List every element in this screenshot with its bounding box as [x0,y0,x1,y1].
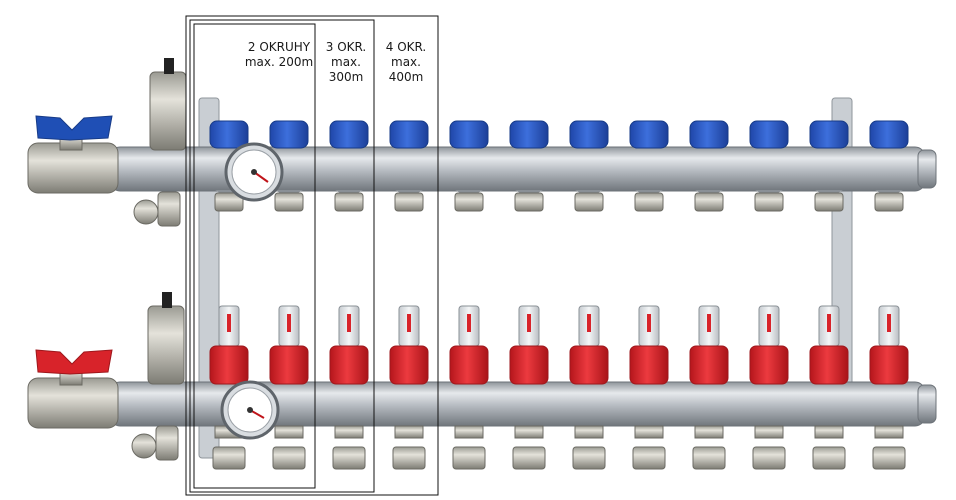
circuit-3 [329,120,369,470]
lower-outlet-fitting [632,446,666,470]
red-flow-cap [329,345,369,385]
upper-drain-tap [133,191,181,227]
blue-valve-cap [869,120,909,149]
upper-thermometer [224,142,284,202]
zone-label-3-line-1: 3 OKR. [325,40,367,54]
lower-outlet-fitting [212,446,246,470]
blue-valve-cap [689,120,729,149]
lower-outlet-fitting [752,446,786,470]
upper-outlet-fitting [694,192,724,212]
blue-valve-cap [389,120,429,149]
red-flow-cap [569,345,609,385]
lower-thermometer [220,380,280,440]
lower-outlet-fitting [332,446,366,470]
lower-outlet-fitting [452,446,486,470]
red-flow-cap [389,345,429,385]
blue-valve-cap [629,120,669,149]
zone-box-4 [185,15,439,496]
lower-ball-valve [27,349,119,429]
circuit-7 [569,120,609,470]
blue-valve-handle [35,115,113,141]
zone-label-2-line-1: 2 OKRUHY [247,40,311,54]
blue-valve-cap [209,120,249,149]
circuit-6 [509,120,549,470]
red-flow-cap [809,345,849,385]
zone-label-4-line-2: max. [391,55,421,69]
zone-label-3-line-3: 300m [328,70,364,84]
lower-end-cap [917,384,937,424]
lower-outlet-fitting [392,446,426,470]
zone-label-3: 3 OKR. max. 300m [318,40,374,85]
red-flow-cap [209,345,249,385]
circuit-11 [809,120,849,470]
circuit-10 [749,120,789,470]
lower-outlet-fitting [872,446,906,470]
blue-valve-cap [809,120,849,149]
circuit-12 [869,120,909,470]
upper-end-cap [917,149,937,189]
red-flow-cap [629,345,669,385]
circuit-9 [689,120,729,470]
blue-valve-cap [569,120,609,149]
upper-outlet-fitting [514,192,544,212]
blue-valve-cap [749,120,789,149]
circuit-5 [449,120,489,470]
upper-outlet-fitting [754,192,784,212]
circuit-8 [629,120,669,470]
blue-valve-cap [329,120,369,149]
zone-label-3-line-2: max. [331,55,361,69]
red-flow-cap [509,345,549,385]
zone-label-4-line-1: 4 OKR. [385,40,427,54]
red-flow-cap [269,345,309,385]
upper-outlet-fitting [214,192,244,212]
lower-outlet-fitting [512,446,546,470]
lower-outlet-fitting [692,446,726,470]
upper-outlet-fitting [334,192,364,212]
zone-label-4-line-3: 400m [388,70,424,84]
zone-label-2-line-2: max. 200m [244,55,314,69]
red-flow-cap [749,345,789,385]
circuit-4 [389,120,429,470]
upper-outlet-fitting [454,192,484,212]
red-flow-cap [869,345,909,385]
circuit-2 [269,120,309,470]
upper-outlet-fitting [814,192,844,212]
upper-outlet-fitting [634,192,664,212]
red-valve-handle [35,349,113,375]
upper-outlet-fitting [394,192,424,212]
zone-label-4: 4 OKR. max. 400m [378,40,434,85]
zone-box-2 [193,23,316,489]
lower-outlet-fitting [272,446,306,470]
zone-box-3 [189,19,375,493]
blue-valve-cap [449,120,489,149]
lower-drain-tap [131,425,179,461]
upper-outlet-fitting [574,192,604,212]
blue-valve-cap [509,120,549,149]
zone-label-2: 2 OKRUHY max. 200m [224,40,334,70]
blue-valve-cap [269,120,309,149]
red-flow-cap [449,345,489,385]
circuit-outlets [209,120,909,470]
red-flow-cap [689,345,729,385]
lower-air-vent [147,292,185,385]
upper-air-vent [149,58,187,151]
lower-outlet-fitting [812,446,846,470]
upper-ball-valve [27,115,119,194]
lower-outlet-fitting [572,446,606,470]
upper-outlet-fitting [274,192,304,212]
upper-outlet-fitting [874,192,904,212]
